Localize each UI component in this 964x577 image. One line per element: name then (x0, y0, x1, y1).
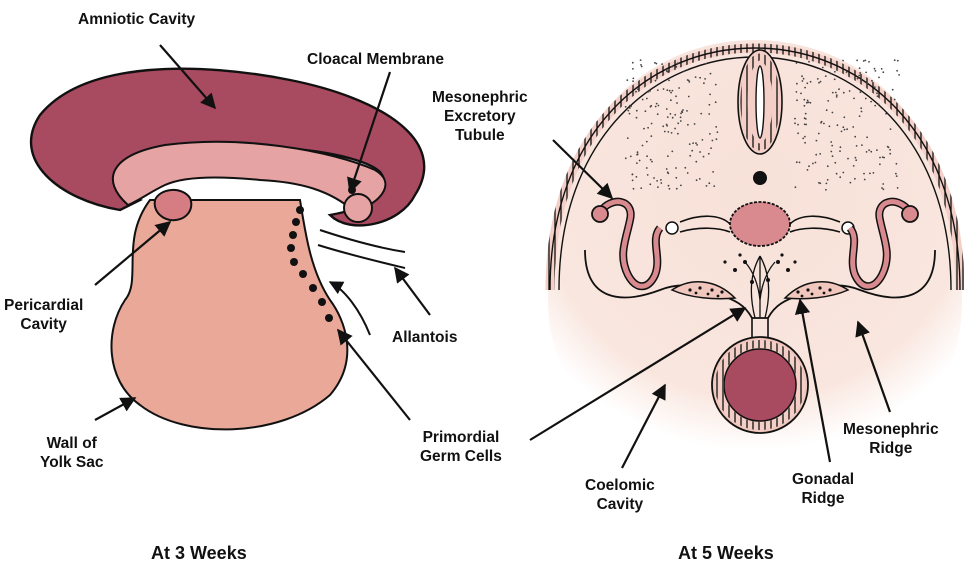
notochord (753, 171, 767, 185)
gonadal-ridge-right (783, 281, 850, 300)
label-mesonephric-excretory-tubule: Mesonephric Excretory Tubule (432, 89, 528, 144)
label-wall-of-yolk-sac: Wall of Yolk Sac (40, 435, 104, 471)
allantois-shape (317, 229, 406, 269)
label-mesonephric-ridge: Mesonephric Ridge (843, 421, 939, 457)
left-leaders (94, 44, 431, 421)
germ-cells (287, 206, 333, 322)
right-leaders (529, 139, 892, 469)
label-gonadal-ridge: Gonadal Ridge (792, 471, 855, 507)
label-amniotic-cavity: Amniotic Cavity (78, 11, 196, 28)
neural-tube (737, 49, 783, 155)
label-cloacal-membrane: Cloacal Membrane (307, 51, 444, 68)
label-allantois: Allantois (392, 329, 458, 346)
cloacal-membrane-shape (343, 193, 373, 223)
yolk-sac (110, 199, 349, 431)
label-primordial-germ-cells: Primordial Germ Cells (420, 429, 502, 465)
label-coelomic-cavity: Coelomic Cavity (585, 477, 655, 513)
dorsal-aorta (729, 201, 791, 247)
five-week-embryo (545, 40, 964, 450)
label-pericardial-cavity: Pericardial Cavity (4, 297, 84, 333)
pericardial-cavity-shape (153, 189, 193, 222)
caption-5-weeks: At 5 Weeks (678, 543, 774, 563)
three-week-embryo (29, 67, 426, 431)
stipple (624, 59, 900, 191)
gonadal-ridge-left (670, 281, 737, 300)
caption-3-weeks: At 3 Weeks (151, 543, 247, 563)
